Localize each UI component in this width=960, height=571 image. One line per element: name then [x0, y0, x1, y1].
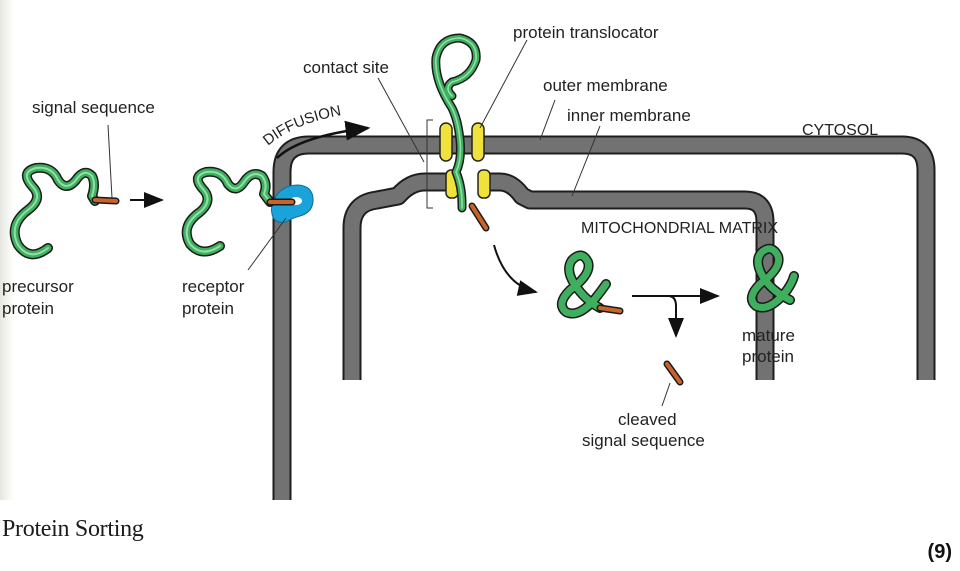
receptor-protein-label-1: receptor — [182, 277, 245, 296]
inner-membrane — [342, 172, 775, 380]
bound-precursor-protein — [181, 166, 296, 257]
outer-membrane-label: outer membrane — [543, 76, 668, 95]
cleaved-signal-sequence — [663, 360, 684, 386]
diagram-canvas: DIFFUSION signal sequence precursor prot… — [2, 23, 936, 500]
protein-translocator-label: protein translocator — [513, 23, 659, 42]
imported-precursor-protein — [556, 250, 624, 319]
mature-protein — [746, 243, 799, 313]
cytosol-label: CYTOSOL — [802, 122, 878, 139]
contact-site-label: contact site — [303, 58, 389, 77]
precursor-protein-label-1: precursor — [2, 277, 74, 296]
figure-number: (9) — [927, 541, 952, 563]
protein-translocator — [439, 122, 491, 199]
mitochondrial-matrix-label: MITOCHONDRIAL MATRIX — [581, 220, 778, 237]
signal-sequence-label: signal sequence — [32, 98, 155, 117]
inner-membrane-label: inner membrane — [567, 106, 691, 125]
receptor-protein-label-2: protein — [182, 299, 234, 318]
mature-protein-label-1: mature — [742, 326, 795, 345]
translocating-protein — [431, 33, 490, 232]
cleaved-signal-label-1: cleaved — [618, 410, 677, 429]
cleavage-arrow — [632, 288, 720, 338]
precursor-protein-label-2: protein — [2, 299, 54, 318]
figure-caption: Protein Sorting — [2, 516, 144, 542]
contact-site-bracket — [426, 119, 433, 209]
outer-membrane — [272, 135, 936, 500]
diffusion-arrow — [276, 120, 371, 159]
leader-lines — [107, 39, 671, 407]
mature-protein-label-2: protein — [742, 347, 794, 366]
cleaved-signal-label-2: signal sequence — [582, 431, 705, 450]
precursor-protein — [9, 162, 120, 260]
page-edge-shadow — [0, 0, 14, 500]
import-arrow — [493, 244, 538, 296]
